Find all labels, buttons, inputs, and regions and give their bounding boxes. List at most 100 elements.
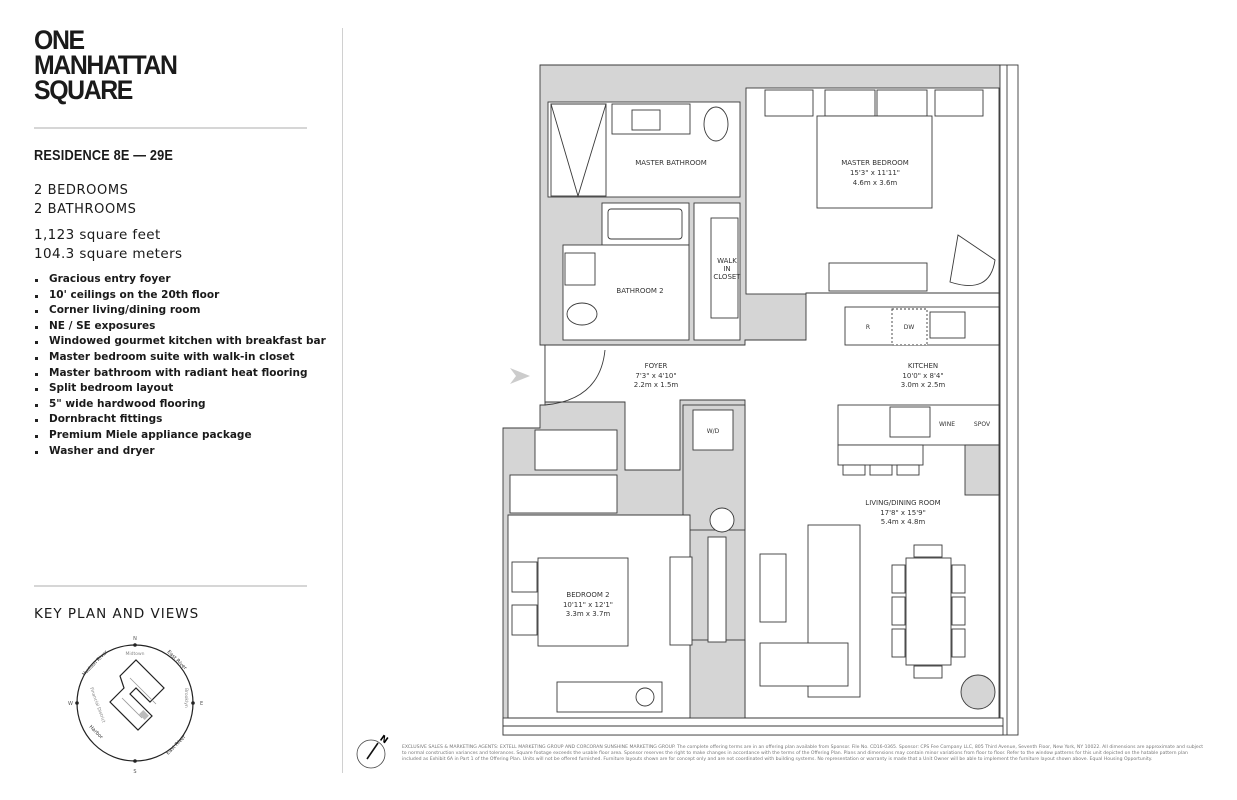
dining-table (905, 557, 952, 666)
exterior-walls (502, 64, 1001, 736)
lamp (709, 507, 735, 533)
room-label: BATHROOM 2 (616, 287, 663, 295)
dresser (828, 262, 928, 292)
closet (509, 474, 618, 514)
bathrooms: 2 BATHROOMS (34, 202, 137, 217)
feature-item: Master bedroom suite with walk-in closet (34, 350, 326, 366)
view-label: Brooklyn (183, 688, 189, 708)
sink (631, 109, 661, 131)
feature-list: Gracious entry foyer 10' ceilings on the… (34, 272, 326, 459)
logo-line: ONE (34, 25, 85, 55)
washer-dryer (692, 409, 734, 451)
feature-item: Windowed gourmet kitchen with breakfast … (34, 334, 326, 350)
bathtub (601, 202, 690, 246)
room-dimension: 5.4m x 4.8m (881, 518, 926, 526)
feature-item: Dornbracht fittings (34, 412, 326, 428)
view-label: Harbor (88, 724, 105, 741)
appliance-label: DW (904, 324, 915, 331)
room-dimension: 2.2m x 1.5m (634, 381, 679, 389)
toilet (566, 302, 598, 326)
room-label: KITCHEN (908, 362, 938, 370)
view-label: Hudson River (81, 649, 110, 678)
bedroom-2 (507, 514, 691, 719)
column (682, 404, 746, 531)
sofa (807, 524, 861, 698)
feature-item: Split bedroom layout (34, 381, 326, 397)
bed (816, 115, 933, 209)
walk-in-closet (693, 202, 741, 341)
open-living-area (544, 292, 1000, 719)
unit-area: 1,123 square feet 104.3 square meters (34, 226, 182, 264)
room-dimension: 15'3" x 11'11" (850, 169, 900, 177)
column-round (960, 674, 996, 710)
compass-s: S (133, 769, 136, 775)
feature-item: Corner living/dining room (34, 303, 326, 319)
room-label: FOYER (645, 362, 668, 370)
window-wall-bottom (502, 717, 1004, 736)
feature-item: 10' ceilings on the 20th floor (34, 288, 326, 304)
view-label: East River (165, 734, 188, 757)
shower (550, 103, 607, 197)
compass-w: W (68, 701, 73, 707)
room-label: IN (723, 265, 730, 273)
armchair (949, 234, 996, 286)
desk (556, 681, 663, 713)
feature-item: Master bathroom with radiant heat floori… (34, 366, 326, 382)
logo-line: SQUARE (34, 75, 133, 105)
kitchen-counter (844, 306, 1000, 346)
room-dimension: 4.6m x 3.6m (853, 179, 898, 187)
column (679, 639, 746, 719)
divider (34, 127, 307, 129)
room-label: MASTER BEDROOM (841, 159, 909, 167)
brand-logo: ONE MANHATTAN SQUARE (34, 25, 178, 105)
feature-item: Premium Miele appliance package (34, 428, 326, 444)
room-dimension: 7'3" x 4'10" (635, 372, 676, 380)
unit-highlight (139, 710, 149, 720)
view-label: East River (166, 649, 189, 672)
dresser (669, 556, 693, 646)
room-label: MASTER BATHROOM (635, 159, 707, 167)
master-bedroom (745, 87, 1000, 295)
residence-title: RESIDENCE 8E — 29E (34, 147, 174, 164)
room-label: LIVING/DINING ROOM (865, 499, 940, 507)
room-dimension: 10'0" x 8'4" (902, 372, 943, 380)
building-footprint (109, 659, 165, 731)
media-console (707, 536, 727, 643)
vertical-divider (342, 28, 343, 773)
room-dimension: 10'11" x 12'1" (563, 601, 613, 609)
column (964, 444, 1000, 496)
kitchen-island (837, 404, 1000, 446)
key-plan: N E S W Hudson River Midtown East River … (68, 636, 203, 775)
cooktop (889, 406, 931, 438)
square-meters: 104.3 square meters (34, 246, 183, 262)
room-label: CLOSET (713, 273, 741, 281)
appliance-label: WINE (939, 421, 955, 428)
feature-item: NE / SE exposures (34, 319, 326, 335)
room-dimension: 3.0m x 2.5m (901, 381, 946, 389)
legal-disclaimer: EXCLUSIVE SALES & MARKETING AGENTS: EXTE… (402, 745, 1204, 762)
appliance-label: SPOV (974, 421, 991, 428)
room-label: BEDROOM 2 (566, 591, 609, 599)
bed (537, 557, 629, 647)
toilet (703, 106, 729, 142)
compass-e: E (200, 701, 203, 707)
view-label: Midtown (125, 651, 144, 657)
view-label: Financial District (88, 687, 106, 724)
north-label: N (378, 734, 390, 747)
master-bathroom (547, 101, 741, 198)
room-label: WALK (717, 257, 737, 265)
appliance-label: R (866, 324, 870, 331)
entry-door-arc (544, 349, 606, 406)
divider (34, 585, 307, 587)
compass-n: N (133, 636, 137, 642)
room-dimension: 3.3m x 3.7m (566, 610, 611, 618)
room-count: 2 BEDROOMS 2 BATHROOMS (34, 181, 137, 219)
north-arrow-icon: N (356, 734, 390, 769)
feature-item: Washer and dryer (34, 444, 326, 460)
bedrooms: 2 BEDROOMS (34, 183, 129, 198)
entry-arrow-icon (510, 368, 530, 384)
room-dimension: 17'8" x 15'9" (880, 509, 926, 517)
appliance-label: W/D (707, 428, 720, 435)
window-wall (999, 64, 1019, 736)
logo-line: MANHATTAN (34, 50, 178, 80)
